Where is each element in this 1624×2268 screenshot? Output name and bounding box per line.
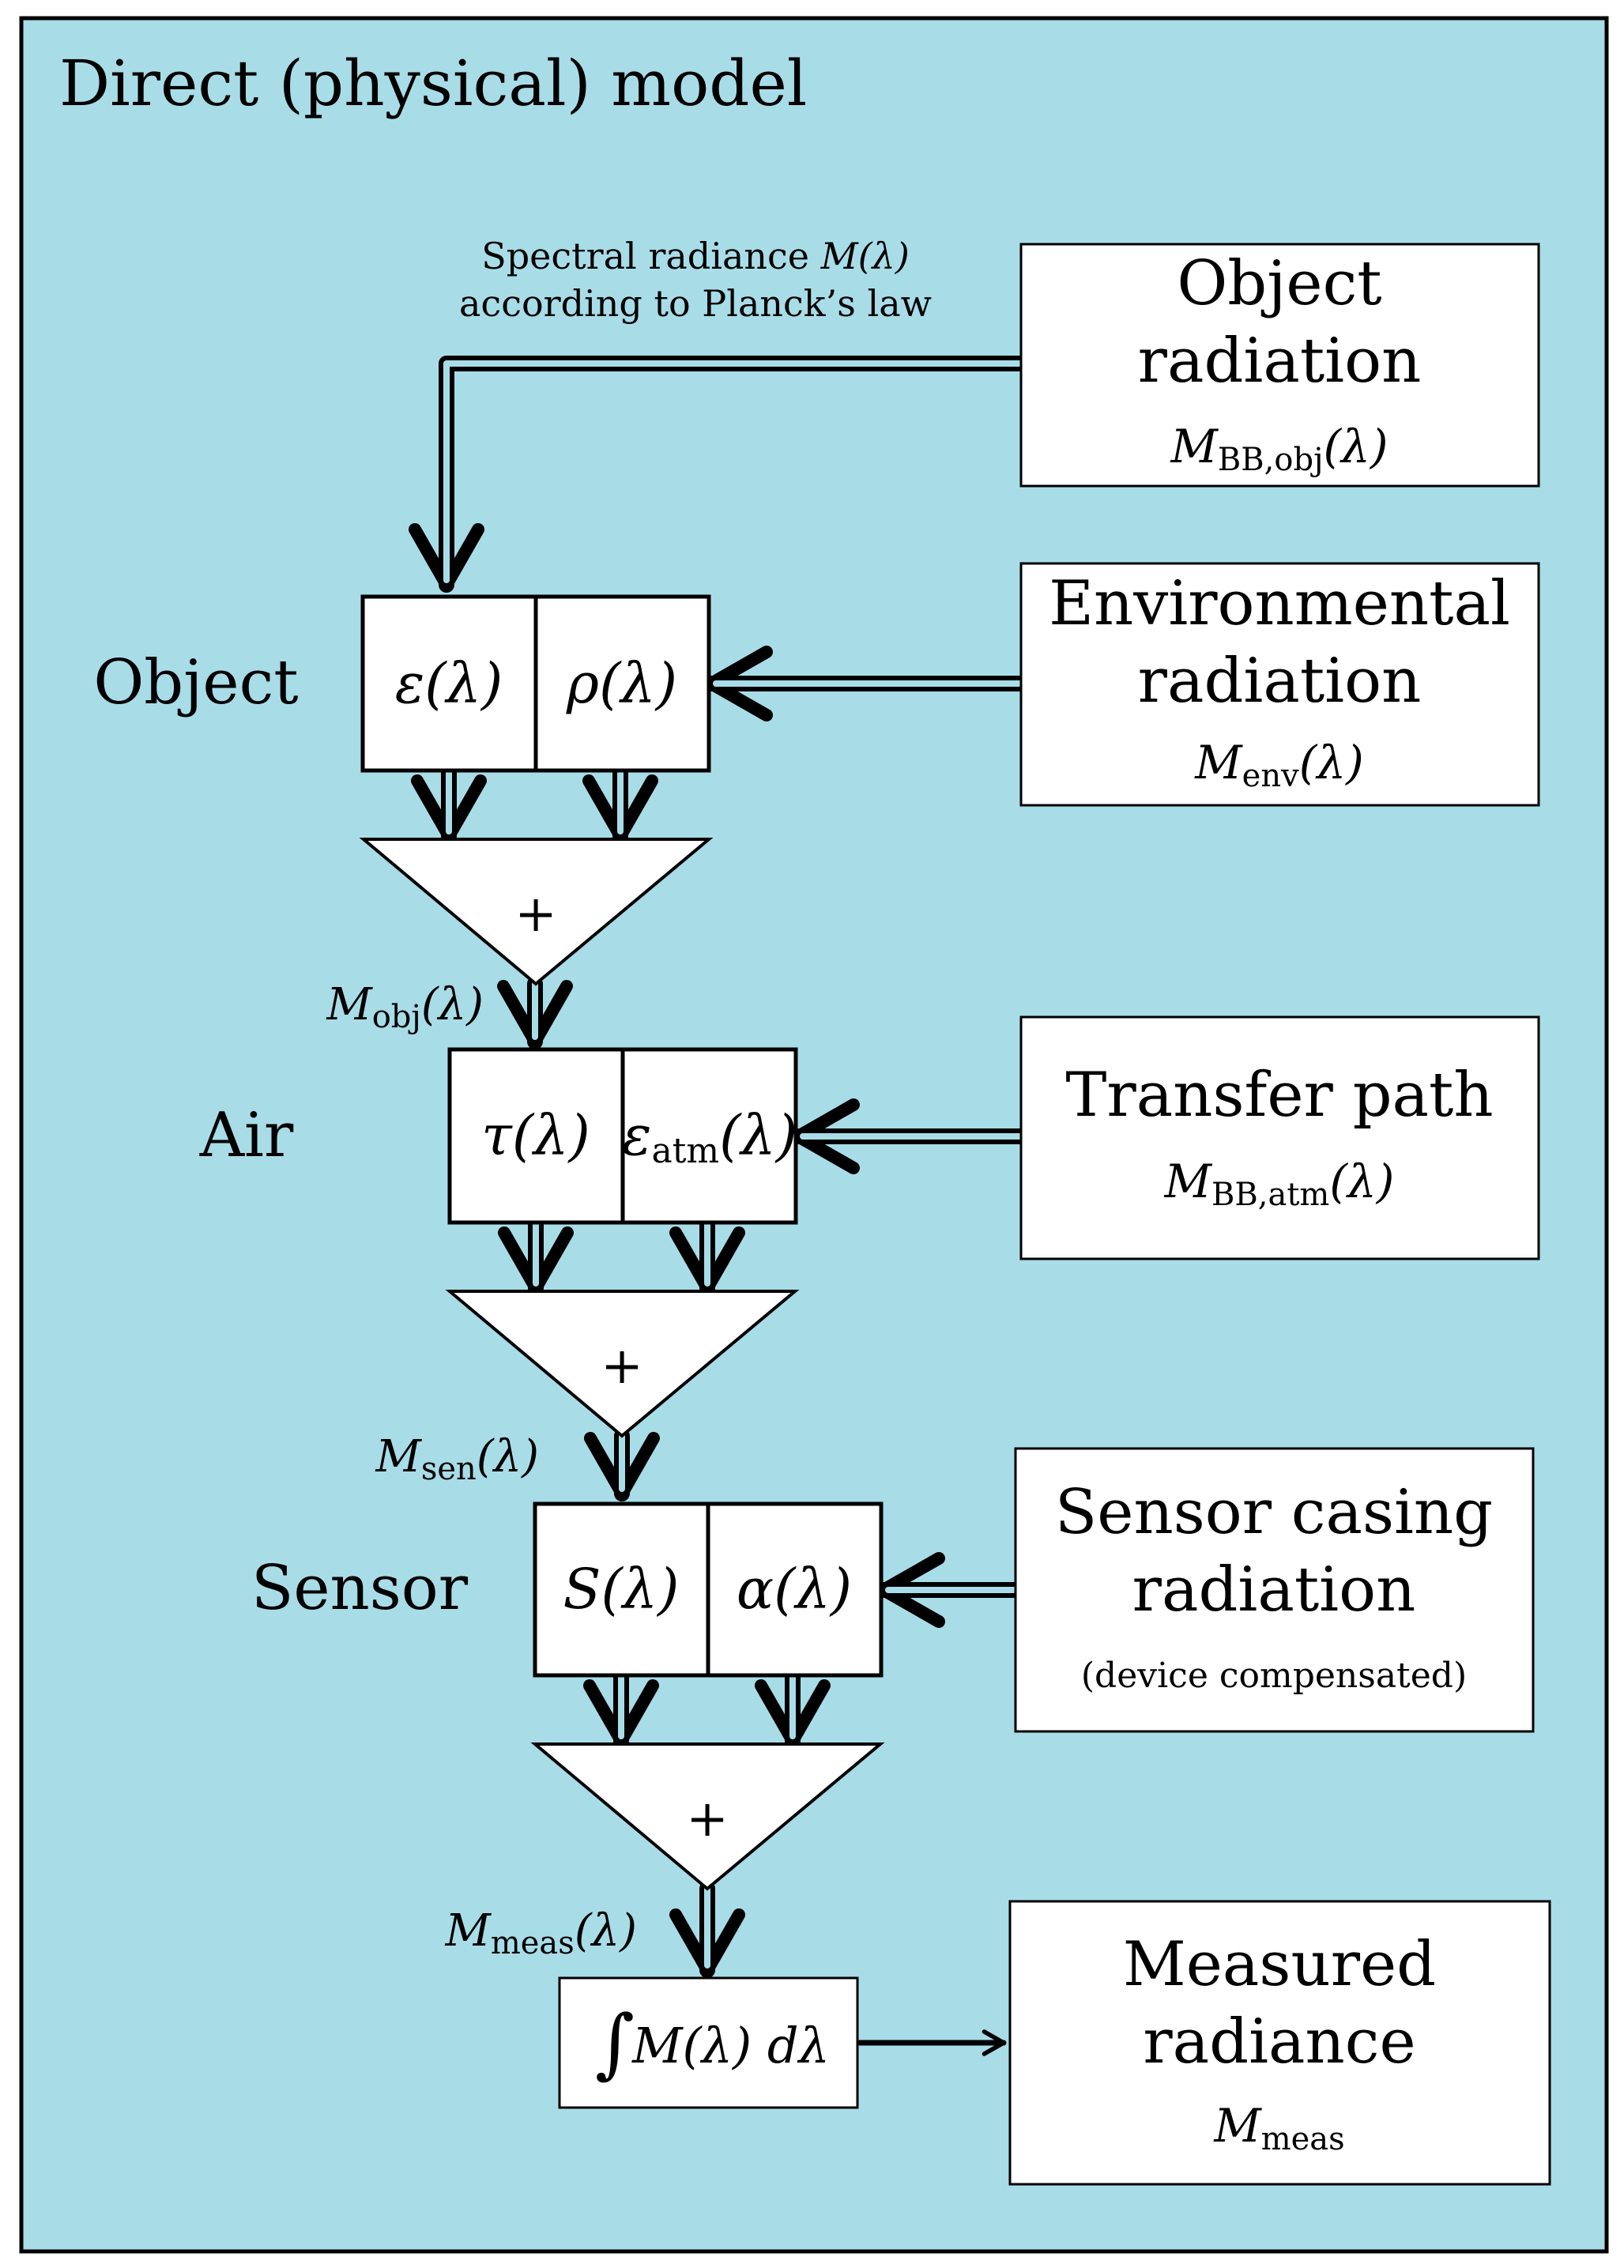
connectors <box>409 356 1031 1978</box>
sensor-responsivity: S(λ) <box>563 1557 680 1622</box>
stage-label-object: Object <box>93 647 298 718</box>
object-radiation-line1: Object <box>1177 248 1381 319</box>
transfer-path-symbol: MBB,atm(λ) <box>1164 1155 1395 1213</box>
signal-label-meas: Mmeas(λ) <box>444 1905 637 1961</box>
object-block: ε(λ) ρ(λ) <box>360 594 711 773</box>
object-emissivity: ε(λ) <box>395 651 503 716</box>
integral-block: ∫ M(λ) dλ <box>558 1976 859 2109</box>
stage-label-air: Air <box>199 1100 294 1171</box>
measured-radiance-line1: Measured <box>1123 1929 1436 2000</box>
diagram-title: Direct (physical) model <box>59 47 807 120</box>
environmental-radiation-symbol: Menv(λ) <box>1194 736 1363 794</box>
output-measured-radiance: Measured radiance Mmeas <box>1008 1900 1551 2186</box>
stage-label-sensor: Sensor <box>251 1553 469 1624</box>
sum-symbol-3: + <box>686 1790 729 1848</box>
sensor-casing-line1: Sensor casing <box>1055 1477 1493 1548</box>
environmental-radiation-line1: Environmental <box>1049 568 1510 639</box>
object-radiation-symbol: MBB,obj(λ) <box>1170 420 1389 478</box>
sum-node-3: + <box>530 1742 885 1891</box>
sum-node-2: + <box>445 1290 800 1438</box>
sum-node-1: + <box>359 838 714 986</box>
sensor-block: S(λ) α(λ) <box>533 1501 884 1678</box>
source-environmental-radiation: Environmental radiation Menv(λ) <box>1019 562 1540 807</box>
object-radiation-line2: radiation <box>1138 326 1422 397</box>
air-transmissivity: τ(λ) <box>481 1103 590 1168</box>
planck-note-line1: Spectral radiance M(λ) <box>481 235 910 277</box>
environmental-radiation-line2: radiation <box>1138 646 1422 717</box>
integral-sign: ∫ <box>595 1999 635 2087</box>
sensor-casing-line2: radiation <box>1132 1554 1416 1626</box>
object-reflectivity: ρ(λ) <box>566 651 677 716</box>
sensor-absorptivity: α(λ) <box>737 1557 852 1622</box>
measured-radiance-line2: radiance <box>1143 2006 1415 2078</box>
air-emissivity: εatm(λ) <box>622 1103 797 1171</box>
sum-symbol-2: + <box>601 1337 643 1396</box>
integral-expression: M(λ) dλ <box>631 2017 830 2074</box>
source-sensor-casing: Sensor casing radiation (device compensa… <box>1014 1447 1535 1733</box>
sum-symbol-1: + <box>514 885 557 944</box>
signal-label-obj: Mobj(λ) <box>326 979 484 1035</box>
signal-label-sen: Msen(λ) <box>375 1431 540 1487</box>
sensor-casing-note: (device compensated) <box>1081 1656 1467 1696</box>
transfer-path-line1: Transfer path <box>1065 1060 1493 1131</box>
arrow-object-radiation <box>409 356 1031 593</box>
source-transfer-path: Transfer path MBB,atm(λ) <box>1019 1015 1540 1260</box>
measured-radiance-symbol: Mmeas <box>1213 2099 1344 2157</box>
planck-note-line2: according to Planck’s law <box>459 282 932 325</box>
source-object-radiation: Object radiation MBB,obj(λ) <box>1019 243 1540 488</box>
air-block: τ(λ) εatm(λ) <box>447 1047 798 1225</box>
